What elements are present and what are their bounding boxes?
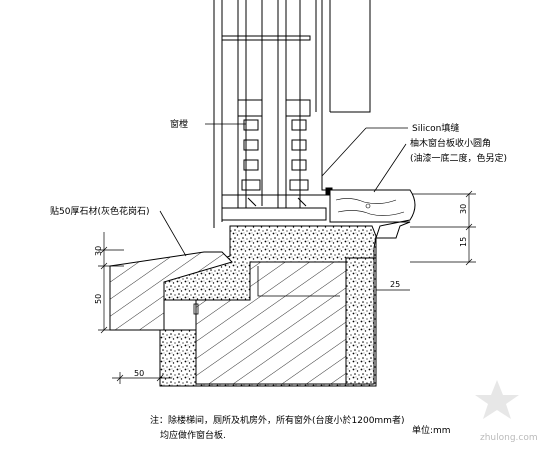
dim-50-left: 50 [94,294,103,304]
unit-label: 单位:mm [412,424,451,436]
dim-30-left: 30 [94,246,103,256]
window-frame [213,0,371,228]
dimension-lines [98,190,476,384]
label-wood-board-2: (油漆一底二度，色另定) [410,152,507,164]
anchor-bolt [193,300,199,330]
dim-50-bottom: 50 [134,369,144,378]
label-wood-board-1: 柚木窗台板收小圆角 [410,137,491,149]
watermark-logo [475,380,519,419]
brick-block-right [345,257,375,385]
leader-lines [159,123,408,257]
label-silicon: Silicon填缝 [412,122,459,134]
note-line-1: 注：除楼梯间，厕所及机房外，所有窗外(台度小於1200mm者) [150,414,404,426]
note-line-2: 均应做作窗台板. [160,429,226,441]
label-stone: 贴50厚石材(灰色花岗石) [50,205,149,217]
dim-15-right: 15 [459,237,468,247]
dim-25: 25 [390,280,400,289]
wall-hatched [195,261,347,385]
label-window-frame: 窗樘 [170,118,188,130]
dim-30-right: 30 [459,204,468,214]
watermark-text: zhulong.com [480,433,538,443]
